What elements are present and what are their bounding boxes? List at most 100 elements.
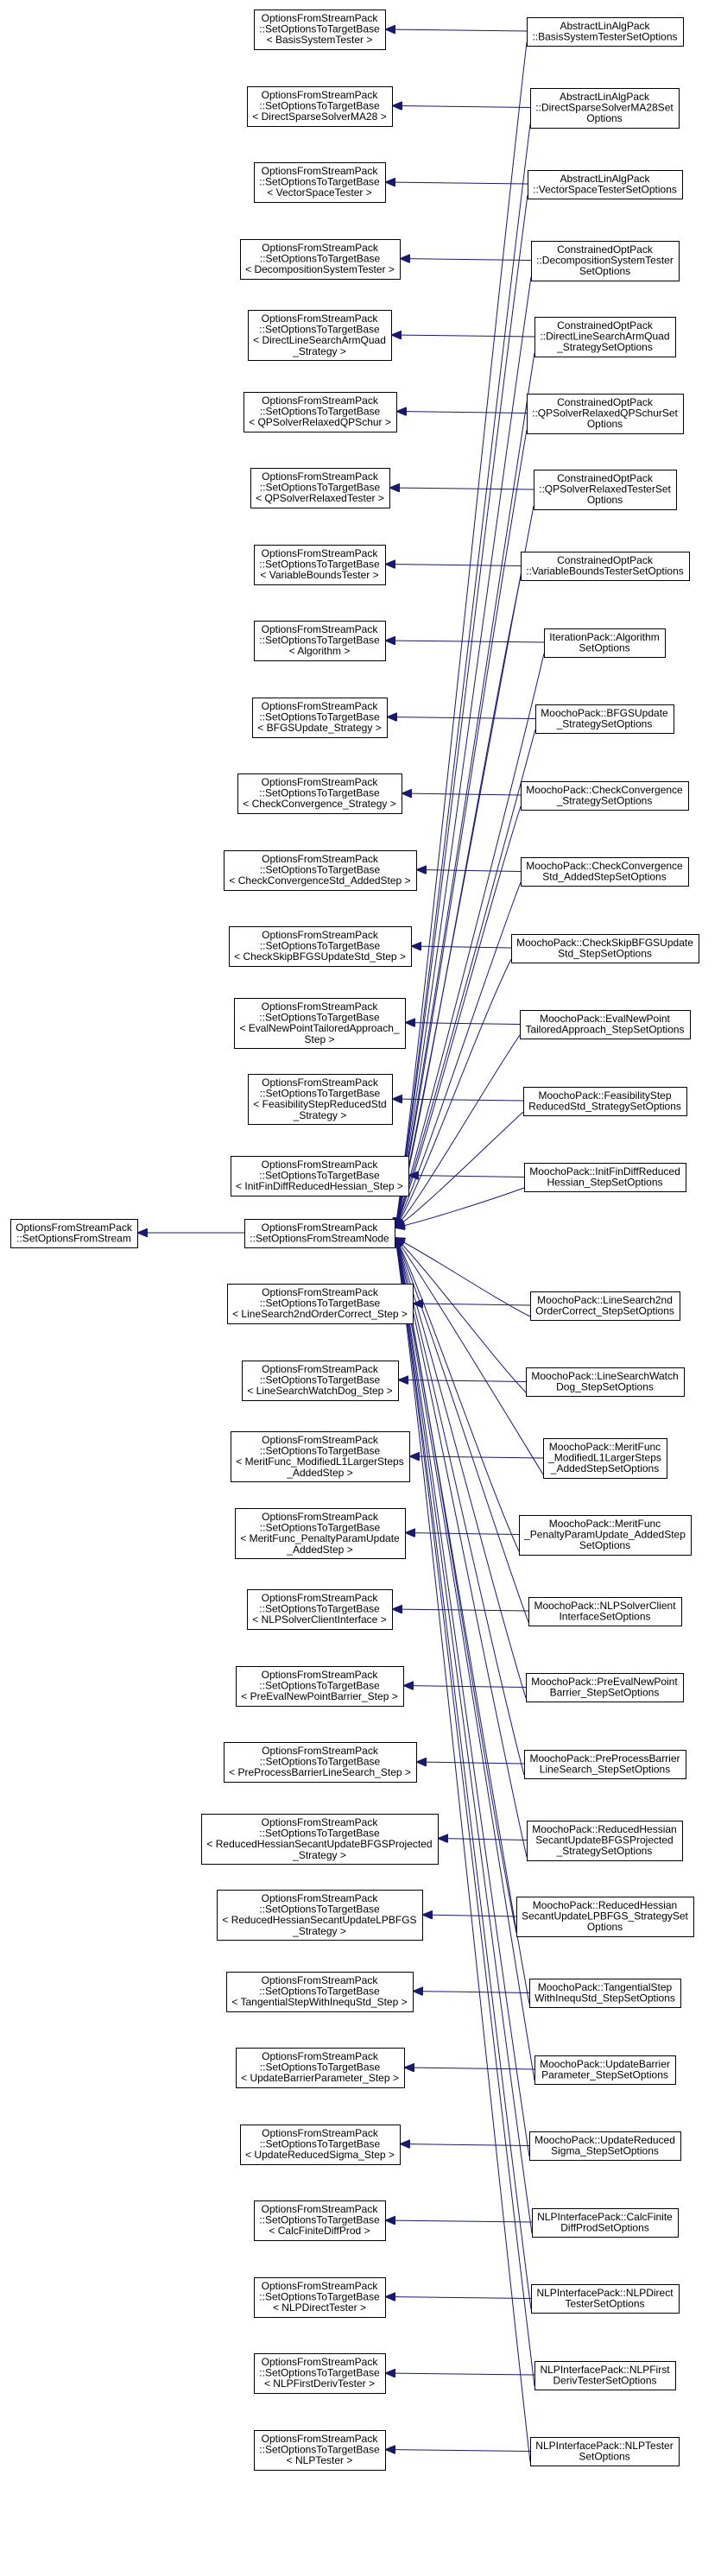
base-node-16[interactable]: OptionsFromStreamPack::SetOptionsToTarge… bbox=[231, 1156, 409, 1196]
base-node-7-box bbox=[250, 468, 390, 508]
base-node-7[interactable]: OptionsFromStreamPack::SetOptionsToTarge… bbox=[250, 468, 390, 508]
base-node-31-label: < NLPFirstDerivTester > bbox=[264, 2377, 375, 2390]
child-node-19-label: _AddedStepSetOptions bbox=[550, 1462, 659, 1474]
base-node-20[interactable]: OptionsFromStreamPack::SetOptionsToTarge… bbox=[235, 1508, 406, 1559]
base-node-19-box bbox=[231, 1431, 410, 1482]
base-node-2[interactable]: OptionsFromStreamPack::SetOptionsToTarge… bbox=[247, 86, 393, 127]
child-node-14[interactable]: MoochoPack::EvalNewPointTailoredApproach… bbox=[520, 1010, 691, 1039]
child-node-11-label: _StrategySetOptions bbox=[556, 795, 653, 807]
base-node-29[interactable]: OptionsFromStreamPack::SetOptionsToTarge… bbox=[254, 2200, 386, 2241]
base-node-17[interactable]: OptionsFromStreamPack::SetOptionsToTarge… bbox=[227, 1284, 414, 1324]
child-node-11-label: MoochoPack::CheckConvergence bbox=[526, 784, 683, 796]
base-node-29-label: OptionsFromStreamPack bbox=[262, 2203, 379, 2215]
child-node-15-box bbox=[523, 1087, 687, 1116]
child-node-10-box bbox=[535, 704, 674, 734]
base-node-13-label: ::SetOptionsToTargetBase bbox=[260, 940, 381, 952]
edge-child-to-node-5 bbox=[395, 352, 535, 1228]
child-node-21[interactable]: MoochoPack::NLPSolverClientInterfaceSetO… bbox=[528, 1597, 682, 1626]
child-node-15-label: ReducedStd_StrategySetOptions bbox=[528, 1101, 681, 1113]
base-node-25[interactable]: OptionsFromStreamPack::SetOptionsToTarge… bbox=[217, 1890, 423, 1941]
child-node-22[interactable]: MoochoPack::PreEvalNewPointBarrier_StepS… bbox=[526, 1673, 684, 1702]
child-node-19[interactable]: MoochoPack::MeritFunc_ModifiedL1LargerSt… bbox=[543, 1438, 667, 1479]
child-node-11[interactable]: MoochoPack::CheckConvergence_StrategySet… bbox=[521, 781, 689, 811]
child-node-31[interactable]: NLPInterfacePack::NLPFirstDerivTesterSet… bbox=[534, 2361, 676, 2390]
child-node-20[interactable]: MoochoPack::MeritFunc_PenaltyParamUpdate… bbox=[519, 1515, 692, 1556]
set-options-from-stream-root[interactable]: OptionsFromStreamPack::SetOptionsFromStr… bbox=[10, 1219, 138, 1248]
child-node-29[interactable]: NLPInterfacePack::CalcFiniteDiffProdSetO… bbox=[532, 2208, 679, 2238]
base-node-22[interactable]: OptionsFromStreamPack::SetOptionsToTarge… bbox=[236, 1666, 404, 1707]
child-node-8-box bbox=[521, 552, 690, 581]
base-node-12[interactable]: OptionsFromStreamPack::SetOptionsToTarge… bbox=[224, 850, 417, 891]
edge-child-to-node-6 bbox=[395, 429, 528, 1228]
child-node-12[interactable]: MoochoPack::CheckConvergenceStd_AddedSte… bbox=[521, 857, 689, 887]
child-node-13[interactable]: MoochoPack::CheckSkipBFGSUpdateStd_StepS… bbox=[511, 934, 699, 963]
base-node-27[interactable]: OptionsFromStreamPack::SetOptionsToTarge… bbox=[236, 2048, 405, 2088]
set-options-from-stream-node[interactable]: OptionsFromStreamPack::SetOptionsFromStr… bbox=[244, 1219, 395, 1248]
child-node-8[interactable]: ConstrainedOptPack::VariableBoundsTester… bbox=[521, 552, 690, 581]
base-node-1[interactable]: OptionsFromStreamPack::SetOptionsToTarge… bbox=[254, 9, 386, 50]
base-node-26[interactable]: OptionsFromStreamPack::SetOptionsToTarge… bbox=[226, 1972, 414, 2012]
base-node-24[interactable]: OptionsFromStreamPack::SetOptionsToTarge… bbox=[201, 1814, 439, 1865]
child-node-5[interactable]: ConstrainedOptPack::DirectLineSearchArmQ… bbox=[534, 317, 676, 357]
child-node-30[interactable]: NLPInterfacePack::NLPDirectTesterSetOpti… bbox=[531, 2284, 680, 2314]
child-node-24[interactable]: MoochoPack::ReducedHessianSecantUpdateBF… bbox=[527, 1821, 683, 1861]
base-node-5[interactable]: OptionsFromStreamPack::SetOptionsToTarge… bbox=[248, 310, 392, 361]
base-node-4[interactable]: OptionsFromStreamPack::SetOptionsToTarge… bbox=[240, 239, 401, 280]
base-node-15[interactable]: OptionsFromStreamPack::SetOptionsToTarge… bbox=[248, 1074, 393, 1125]
child-node-16[interactable]: MoochoPack::InitFinDiffReducedHessian_St… bbox=[524, 1163, 686, 1192]
base-node-23-label: OptionsFromStreamPack bbox=[262, 1745, 379, 1757]
child-node-10[interactable]: MoochoPack::BFGSUpdate_StrategySetOption… bbox=[535, 704, 674, 734]
child-node-27[interactable]: MoochoPack::UpdateBarrierParameter_StepS… bbox=[534, 2055, 676, 2085]
child-node-4[interactable]: ConstrainedOptPack::DecompositionSystemT… bbox=[531, 241, 680, 281]
base-node-9-label: ::SetOptionsToTargetBase bbox=[259, 635, 380, 647]
child-node-3[interactable]: AbstractLinAlgPack::VectorSpaceTesterSet… bbox=[528, 170, 683, 199]
base-node-11[interactable]: OptionsFromStreamPack::SetOptionsToTarge… bbox=[237, 773, 402, 814]
base-node-3-label: OptionsFromStreamPack bbox=[262, 165, 379, 177]
base-node-6[interactable]: OptionsFromStreamPack::SetOptionsToTarge… bbox=[243, 392, 397, 432]
edge-child-to-base-8 bbox=[386, 565, 522, 566]
child-node-28[interactable]: MoochoPack::UpdateReducedSigma_StepSetOp… bbox=[529, 2131, 681, 2161]
set-options-from-stream-node-label: ::SetOptionsFromStreamNode bbox=[250, 1233, 389, 1245]
set-options-from-stream-root-box bbox=[10, 1219, 138, 1248]
base-node-28[interactable]: OptionsFromStreamPack::SetOptionsToTarge… bbox=[240, 2125, 401, 2165]
child-node-4-label: SetOptions bbox=[579, 265, 630, 277]
base-node-18[interactable]: OptionsFromStreamPack::SetOptionsToTarge… bbox=[242, 1361, 399, 1401]
base-node-24-box bbox=[201, 1814, 439, 1865]
base-node-31[interactable]: OptionsFromStreamPack::SetOptionsToTarge… bbox=[254, 2353, 386, 2394]
child-node-3-label: ::VectorSpaceTesterSetOptions bbox=[533, 184, 677, 196]
child-node-11-box bbox=[521, 781, 689, 811]
child-node-25-label: SecantUpdateLPBFGS_StrategySet bbox=[522, 1910, 688, 1923]
child-node-1[interactable]: AbstractLinAlgPack::BasisSystemTesterSet… bbox=[527, 17, 684, 47]
edge-child-to-base-6 bbox=[397, 412, 528, 414]
base-node-32[interactable]: OptionsFromStreamPack::SetOptionsToTarge… bbox=[254, 2430, 386, 2471]
base-node-3[interactable]: OptionsFromStreamPack::SetOptionsToTarge… bbox=[254, 162, 386, 203]
edge-child-to-base-12 bbox=[417, 870, 522, 872]
child-node-7[interactable]: ConstrainedOptPack::QPSolverRelaxedTeste… bbox=[534, 470, 677, 510]
base-node-14[interactable]: OptionsFromStreamPack::SetOptionsToTarge… bbox=[234, 998, 406, 1049]
child-node-18[interactable]: MoochoPack::LineSearchWatchDog_StepSetOp… bbox=[526, 1367, 685, 1397]
base-node-8[interactable]: OptionsFromStreamPack::SetOptionsToTarge… bbox=[254, 545, 386, 585]
edge-child-to-node-4 bbox=[395, 276, 532, 1228]
base-node-30[interactable]: OptionsFromStreamPack::SetOptionsToTarge… bbox=[254, 2277, 386, 2318]
child-node-23[interactable]: MoochoPack::PreProcessBarrierLineSearch_… bbox=[524, 1750, 686, 1779]
edge-child-to-base-25 bbox=[423, 1915, 517, 1916]
child-node-6[interactable]: ConstrainedOptPack::QPSolverRelaxedQPSch… bbox=[527, 394, 684, 434]
base-node-21[interactable]: OptionsFromStreamPack::SetOptionsToTarge… bbox=[247, 1589, 393, 1630]
edge-child-to-base-23 bbox=[417, 1762, 525, 1764]
child-node-15[interactable]: MoochoPack::FeasibilityStepReducedStd_St… bbox=[523, 1087, 687, 1116]
child-node-26[interactable]: MoochoPack::TangentialStepWithInequStd_S… bbox=[529, 1979, 681, 2008]
base-node-28-label: < UpdateReducedSigma_Step > bbox=[245, 2149, 395, 2161]
base-node-13[interactable]: OptionsFromStreamPack::SetOptionsToTarge… bbox=[229, 926, 412, 967]
base-node-23[interactable]: OptionsFromStreamPack::SetOptionsToTarge… bbox=[224, 1742, 417, 1783]
base-node-2-label: < DirectSparseSolverMA28 > bbox=[252, 110, 386, 123]
child-node-25[interactable]: MoochoPack::ReducedHessianSecantUpdateLP… bbox=[516, 1897, 694, 1937]
base-node-19[interactable]: OptionsFromStreamPack::SetOptionsToTarge… bbox=[231, 1431, 410, 1482]
child-node-5-box bbox=[534, 317, 676, 357]
base-node-10[interactable]: OptionsFromStreamPack::SetOptionsToTarge… bbox=[252, 698, 388, 738]
child-node-22-label: Barrier_StepSetOptions bbox=[550, 1687, 660, 1699]
child-node-2[interactable]: AbstractLinAlgPack::DirectSparseSolverMA… bbox=[530, 88, 680, 129]
child-node-17[interactable]: MoochoPack::LineSearch2ndOrderCorrect_St… bbox=[530, 1291, 680, 1321]
base-node-9[interactable]: OptionsFromStreamPack::SetOptionsToTarge… bbox=[254, 621, 386, 661]
